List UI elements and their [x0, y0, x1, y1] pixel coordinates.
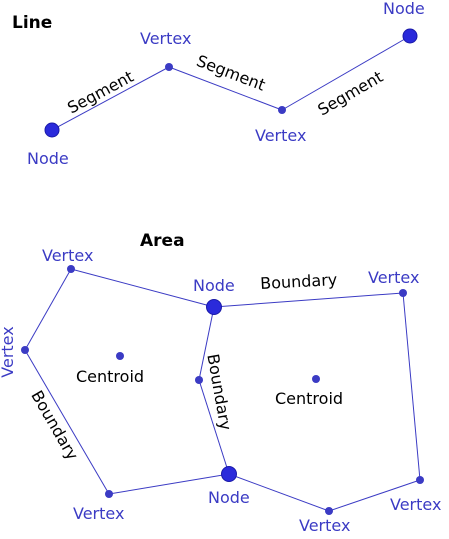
- area-vertex-top-right: [399, 289, 407, 297]
- area-boundary-top-label: Boundary: [260, 270, 338, 293]
- area-vertex-top-left-label: Vertex: [42, 246, 93, 265]
- area-edge-node-top-to-vertex-top-right: [213, 292, 404, 308]
- area-boundary-left-label: Boundary: [27, 387, 82, 463]
- line-vertex-2: [278, 106, 286, 114]
- area-centroid-left-label: Centroid: [76, 367, 144, 386]
- line-edge-3: [281, 35, 411, 111]
- area-vertex-right-label: Vertex: [390, 495, 441, 514]
- area-node-top: [206, 299, 222, 315]
- line-segment-1-label: Segment: [64, 67, 136, 118]
- area-edge-node-top-to-vertex-mid: [198, 306, 215, 381]
- area-edge-vertex-left-to-vertex-bottom-left: [24, 349, 110, 495]
- line-section: Line Node Vertex Vertex Node Segment Seg…: [12, 0, 425, 168]
- area-edge-vertex-mid-to-node-bottom: [198, 379, 230, 475]
- line-node-right-label: Node: [383, 0, 425, 18]
- area-edge-vertex-bottom-to-node-bottom: [228, 473, 330, 512]
- area-vertex-bottom-label: Vertex: [299, 516, 350, 534]
- area-node-bottom: [221, 466, 237, 482]
- line-edge-2: [168, 66, 283, 111]
- area-boundary-middle-label: Boundary: [203, 352, 235, 431]
- area-edge-vertex-right-to-vertex-bottom: [328, 479, 421, 512]
- area-vertex-right: [416, 476, 424, 484]
- area-centroid-right-dot: [312, 375, 320, 383]
- line-node-left-label: Node: [27, 149, 69, 168]
- line-vertex-1-label: Vertex: [140, 29, 191, 48]
- area-section-title: Area: [140, 231, 185, 251]
- line-edge-1: [51, 66, 170, 131]
- area-centroid-right-label: Centroid: [275, 389, 343, 408]
- area-edge-vertex-top-left-to-vertex-left: [24, 268, 72, 351]
- area-vertex-left: [21, 346, 29, 354]
- line-section-title: Line: [12, 13, 52, 33]
- area-vertex-bottom: [325, 507, 333, 515]
- area-vertex-bottom-left-label: Vertex: [73, 504, 124, 523]
- area-vertex-top-left: [67, 265, 75, 273]
- line-node-right: [402, 28, 418, 44]
- line-segment-2-label: Segment: [194, 51, 268, 95]
- area-node-top-label: Node: [193, 276, 235, 295]
- area-vertex-left-label: Vertex: [0, 326, 17, 377]
- area-vertex-top-right-label: Vertex: [368, 268, 419, 287]
- area-vertex-mid: [195, 376, 203, 384]
- area-edge-node-top-to-vertex-top-left: [70, 268, 215, 308]
- area-edge-vertex-bottom-left-to-node-bottom: [108, 473, 230, 495]
- area-centroid-left-dot: [116, 352, 124, 360]
- area-section: Area Centroid Centroid Vertex Vertex Ve: [0, 231, 441, 535]
- area-node-bottom-label: Node: [208, 488, 250, 507]
- area-edge-vertex-top-right-to-vertex-right: [402, 292, 421, 481]
- line-vertex-1: [165, 63, 173, 71]
- line-segment-3-label: Segment: [314, 67, 386, 119]
- area-vertex-bottom-left: [105, 490, 113, 498]
- line-node-left: [44, 122, 60, 138]
- line-vertex-2-label: Vertex: [255, 126, 306, 145]
